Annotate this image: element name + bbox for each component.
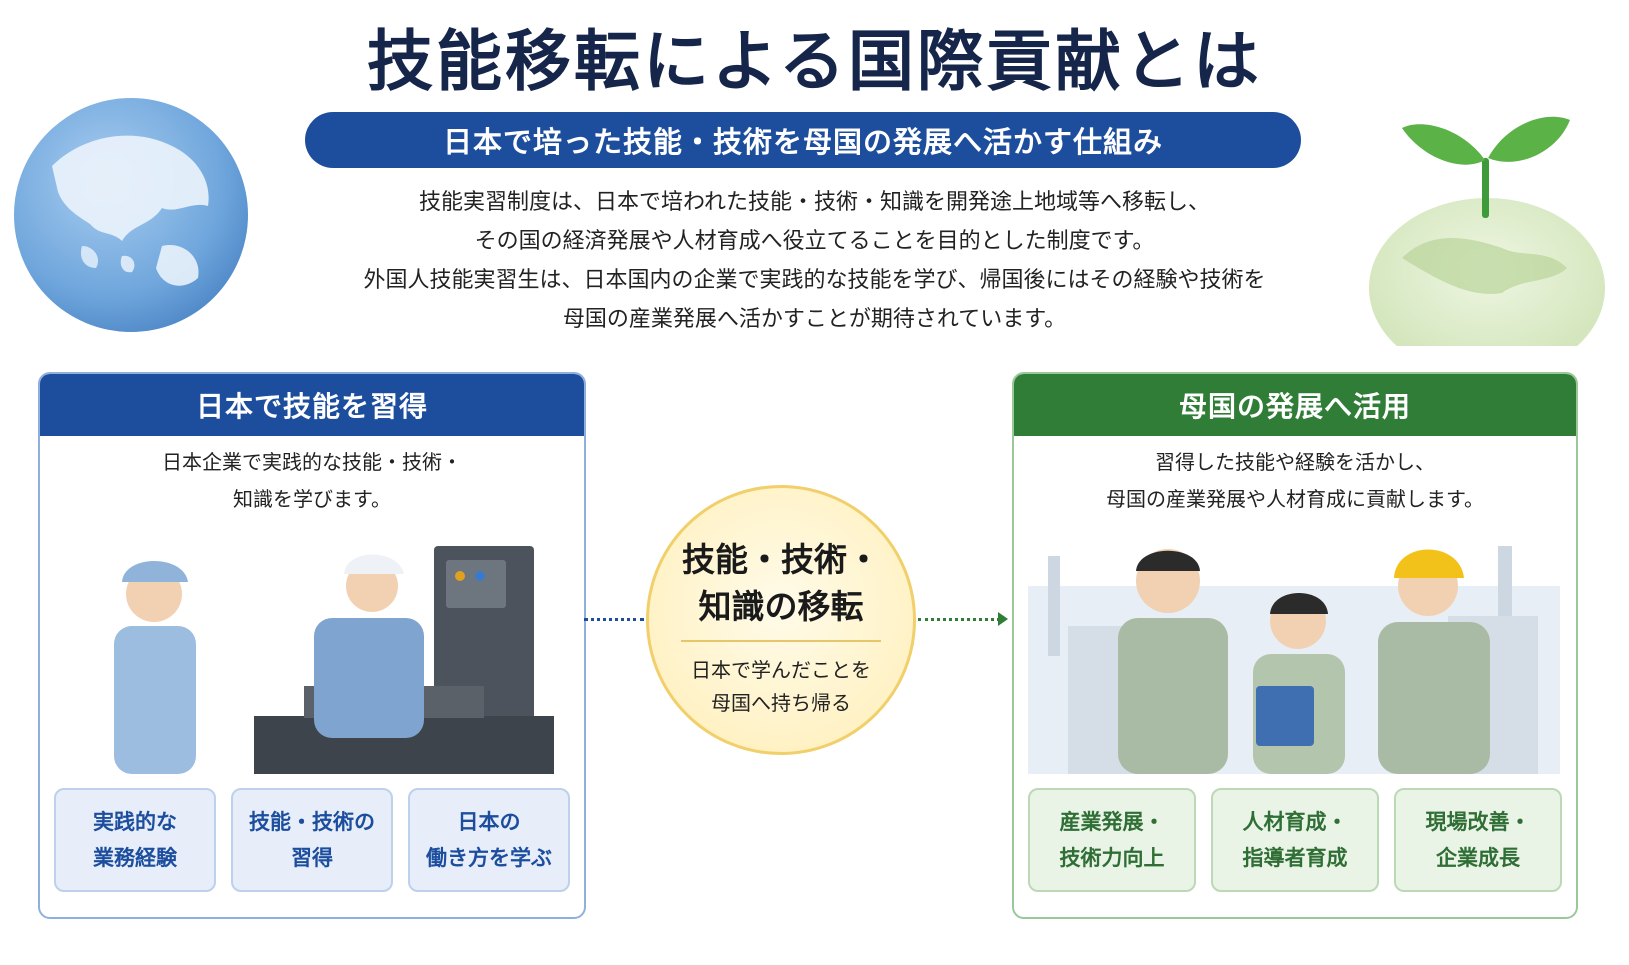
- intro-line: その国の経済発展や人材育成へ役立てることを目的とした制度です。: [474, 229, 1155, 254]
- desc-line: 母国の産業発展や人材育成に貢献します。: [1106, 487, 1484, 511]
- learn-in-japan-panel: 日本で技能を習得 日本企業で実践的な技能・技術・ 知識を学びます。 実践的な 業…: [38, 372, 586, 919]
- returned-workers-illustration: [1028, 546, 1560, 774]
- transfer-sub-line: 日本で学んだことを: [691, 658, 871, 682]
- tile-skill-acquisition: 技能・技術の 習得: [231, 788, 393, 892]
- tile-text: 技能・技術の: [249, 810, 375, 834]
- tile-text: 人材育成・: [1242, 810, 1348, 834]
- panel-description: 習得した技能や経験を活かし、 母国の産業発展や人材育成に貢献します。: [1014, 444, 1576, 518]
- panel-heading: 日本で技能を習得: [40, 374, 584, 436]
- transfer-title: 技能・技術・ 知識の移転: [682, 536, 880, 630]
- tile-text: 産業発展・: [1059, 810, 1165, 834]
- tile-text: 現場改善・: [1425, 810, 1531, 834]
- tile-text: 技術力向上: [1059, 846, 1165, 870]
- desc-line: 習得した技能や経験を活かし、: [1155, 450, 1435, 474]
- intro-line: 外国人技能実習生は、日本国内の企業で実践的な技能を学び、帰国後にはその経験や技術…: [363, 268, 1266, 293]
- panel-heading: 母国の発展へ活用: [1014, 374, 1576, 436]
- contribution-tiles: 産業発展・ 技術力向上 人材育成・ 指導者育成 現場改善・ 企業成長: [1028, 788, 1562, 892]
- tile-text: 指導者育成: [1242, 846, 1348, 870]
- tile-practical-experience: 実践的な 業務経験: [54, 788, 216, 892]
- trainees-working-illustration: [114, 546, 554, 774]
- intro-line: 母国の産業発展へ活かすことが期待されています。: [562, 307, 1067, 332]
- tile-human-resource-development: 人材育成・ 指導者育成: [1211, 788, 1379, 892]
- tile-workplace-improvement: 現場改善・ 企業成長: [1394, 788, 1562, 892]
- arrow-right-icon: [998, 612, 1008, 626]
- panel-description: 日本企業で実践的な技能・技術・ 知識を学びます。: [40, 444, 584, 518]
- intro-line: 技能実習制度は、日本で培われた技能・技術・知識を開発途上地域等へ移転し、: [419, 190, 1210, 215]
- transfer-sub-line: 母国へ持ち帰る: [711, 691, 851, 715]
- transfer-title-line: 技能・技術・: [682, 540, 880, 579]
- desc-line: 知識を学びます。: [233, 487, 391, 511]
- tile-text: 習得: [291, 846, 333, 870]
- tile-japanese-work-style: 日本の 働き方を学ぶ: [408, 788, 570, 892]
- desc-line: 日本企業で実践的な技能・技術・: [162, 450, 462, 474]
- learn-tiles: 実践的な 業務経験 技能・技術の 習得 日本の 働き方を学ぶ: [54, 788, 570, 892]
- home-country-panel: 母国の発展へ活用 習得した技能や経験を活かし、 母国の産業発展や人材育成に貢献し…: [1012, 372, 1578, 919]
- transfer-title-line: 知識の移転: [698, 587, 864, 626]
- connector-left: [584, 618, 644, 621]
- divider: [681, 640, 881, 642]
- tile-text: 業務経験: [93, 846, 177, 870]
- globe-icon: [14, 98, 248, 332]
- tile-text: 企業成長: [1436, 846, 1520, 870]
- transfer-subtitle: 日本で学んだことを 母国へ持ち帰る: [691, 654, 871, 720]
- transfer-circle: 技能・技術・ 知識の移転 日本で学んだことを 母国へ持ち帰る: [646, 485, 916, 755]
- tile-text: 日本の: [457, 810, 521, 834]
- subtitle-banner: 日本で培った技能・技術を母国の発展へ活かす仕組み: [305, 112, 1301, 168]
- connector-right: [918, 618, 1000, 621]
- seedling-icon: [1369, 116, 1605, 346]
- tile-text: 実践的な: [93, 810, 177, 834]
- tile-text: 働き方を学ぶ: [426, 846, 552, 870]
- intro-text: 技能実習制度は、日本で培われた技能・技術・知識を開発途上地域等へ移転し、 その国…: [220, 183, 1409, 339]
- tile-industry-development: 産業発展・ 技術力向上: [1028, 788, 1196, 892]
- page-title: 技能移転による国際貢献とは: [366, 23, 1263, 100]
